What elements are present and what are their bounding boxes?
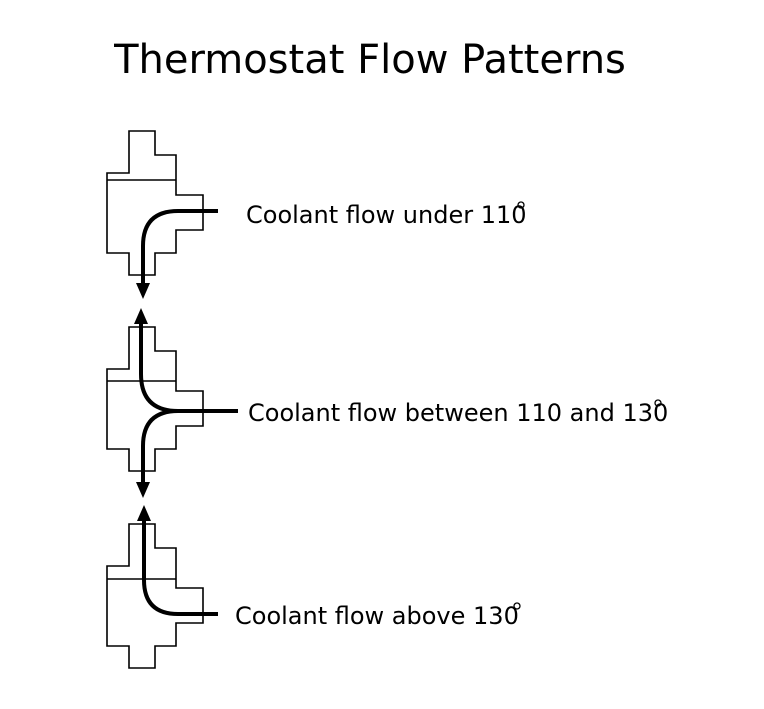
thermostat-stage-between-110-130 (106, 308, 238, 498)
diagram-title: Thermostat Flow Patterns (113, 37, 626, 83)
label-flow-between-110-130: Coolant flow between 110 and 130 (248, 399, 668, 427)
arrow-up (137, 505, 151, 521)
flow-path-side-to-bottom (141, 209, 218, 285)
label-flow-under-110: Coolant flow under 110 (246, 201, 527, 229)
flow-path-side-to-top (142, 519, 218, 616)
arrow-down (136, 283, 150, 299)
flow-path-side-to-bottom (141, 409, 238, 484)
thermostat-stage-above-130 (106, 505, 218, 669)
arrow-down (136, 482, 150, 498)
thermostat-stage-under-110 (106, 130, 218, 299)
arrow-up (134, 308, 148, 324)
thermostat-body-outline (106, 326, 204, 472)
thermostat-body-outline (106, 130, 204, 276)
degree-symbol (517, 201, 525, 209)
degree-symbol (654, 399, 662, 407)
degree-symbol (513, 602, 521, 610)
label-flow-above-130: Coolant flow above 130 (235, 602, 519, 630)
thermostat-body-outline (106, 523, 204, 669)
